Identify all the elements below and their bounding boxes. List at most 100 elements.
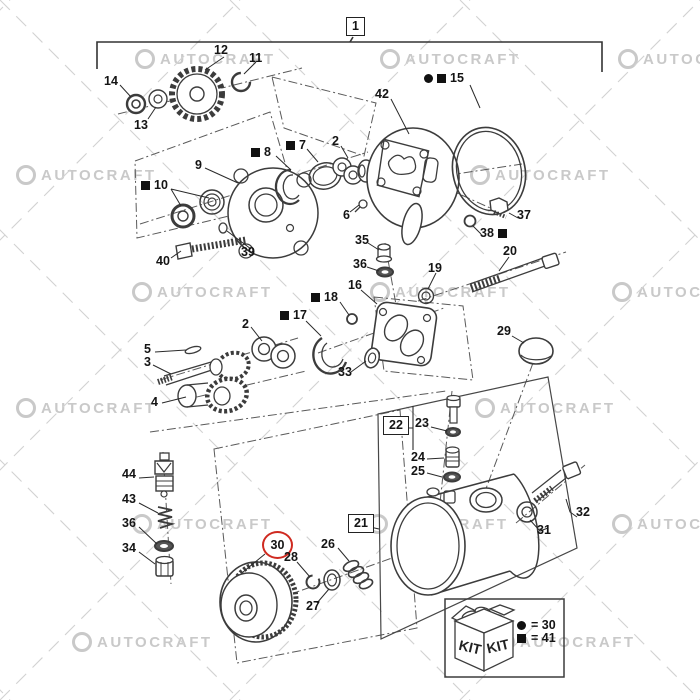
watermark: AUTOCRAFT (612, 514, 700, 534)
callout-6: 6 (343, 208, 350, 222)
reservoir-group (390, 337, 582, 596)
watermark-text: AUTOCRAFT (637, 515, 700, 533)
callout-text: 1 (352, 19, 359, 33)
kit-square-marker (437, 73, 446, 83)
kit-square-marker (141, 180, 150, 190)
watermark-text: AUTOCRAFT (637, 283, 700, 301)
callout-40: 40 (156, 254, 170, 268)
kit-square-marker (517, 633, 526, 643)
watermark: AUTOCRAFT (135, 49, 276, 69)
watermark: AUTOCRAFT (380, 49, 521, 69)
watermark-logo-icon (612, 514, 632, 534)
callout-9: 9 (195, 158, 202, 172)
callout-44: 44 (122, 467, 136, 481)
callout-16: 16 (348, 278, 362, 292)
watermark-logo-icon (132, 514, 152, 534)
watermark-text: AUTOCRAFT (500, 399, 616, 417)
watermark-logo-icon (618, 49, 638, 69)
leader-lines (119, 56, 578, 604)
watermark-text: AUTOCRAFT (495, 166, 611, 184)
callout-35: 35 (355, 233, 369, 247)
watermark-logo-icon (132, 282, 152, 302)
filter-group (219, 559, 374, 643)
callout-13: 13 (134, 118, 148, 132)
pump-body-group (312, 243, 438, 375)
watermark: AUTOCRAFT (16, 398, 157, 418)
watermark: AUTOCRAFT (475, 398, 616, 418)
legend-square-value: = 41 (531, 631, 556, 645)
callout-19: 19 (428, 261, 442, 275)
callout-34: 34 (122, 541, 136, 555)
kit-square-marker (311, 292, 320, 302)
relief-valve-group (154, 452, 176, 577)
callout-25: 25 (411, 464, 425, 478)
driven-gear (204, 376, 250, 414)
watermark-logo-icon (380, 49, 400, 69)
spring (157, 506, 176, 529)
callout-24: 24 (411, 450, 425, 464)
filler-neck (469, 487, 503, 513)
callout-1-assembly: 1 (346, 17, 365, 36)
watermark-logo-icon (370, 282, 390, 302)
watermark-text: AUTOCRAFT (41, 399, 157, 417)
callout-14: 14 (104, 74, 118, 88)
snap-ring (230, 71, 252, 93)
flange-group (170, 157, 375, 260)
callout-36-upper: 36 (353, 257, 367, 271)
kit-square-marker (251, 147, 260, 157)
legend-square-row: = 41 (517, 631, 556, 645)
reservoir-panel-outline (377, 376, 578, 640)
callout-37: 37 (517, 208, 531, 222)
callout-4: 4 (151, 395, 158, 409)
callout-31: 31 (537, 523, 551, 537)
callout-11: 11 (249, 51, 263, 65)
callout-7: 7 (286, 139, 306, 152)
callout-22-group: 22 (383, 416, 409, 435)
callout-26: 26 (321, 537, 335, 551)
gear-shafts-group (157, 336, 296, 414)
kit-text-left: KIT (457, 637, 483, 658)
callout-36-lower: 36 (122, 516, 136, 530)
watermark-text: AUTOCRAFT (160, 50, 276, 68)
legend-dot-row: = 30 (517, 618, 556, 632)
callout-20: 20 (503, 244, 517, 258)
phantom-box-gear (271, 76, 377, 157)
watermark-logo-icon (135, 49, 155, 69)
callout-23: 23 (415, 416, 429, 430)
watermark-text: AUTOCRAFT (405, 50, 521, 68)
kit-dot-marker (517, 620, 526, 630)
cover-group (366, 126, 527, 246)
assembly-bracket (96, 36, 603, 72)
watermark-text: AUTOCRAFT (520, 633, 636, 651)
callout-10: 10 (141, 179, 168, 192)
callout-8: 8 (251, 146, 271, 159)
kit-square-marker (497, 228, 507, 238)
filler-cap (518, 337, 554, 365)
callout-38: 38 (480, 227, 507, 240)
watermark-logo-icon (72, 632, 92, 652)
watermark: AUTOCRAFT (72, 632, 213, 652)
callout-2-lower: 2 (242, 317, 249, 331)
c-gasket (274, 168, 300, 205)
watermark-text: AUTOCRAFT (97, 633, 213, 651)
kit-square-marker (286, 140, 295, 150)
body-gasket (312, 336, 348, 375)
gear-set (125, 66, 252, 122)
watermark-logo-icon (470, 165, 490, 185)
watermark: AUTOCRAFT (132, 514, 273, 534)
watermark-logo-icon (16, 165, 36, 185)
kit-text-right: KIT (485, 636, 511, 657)
kit-square-marker (280, 310, 289, 320)
watermark: AUTOCRAFT (132, 282, 273, 302)
kit-box-icon (450, 604, 516, 673)
mount-bolt-group (417, 252, 560, 305)
kit-dot-marker (424, 73, 433, 83)
watermark-logo-icon (475, 398, 495, 418)
callout-2-upper: 2 (332, 134, 339, 148)
callout-15: 15 (424, 72, 464, 85)
callout-12: 12 (214, 43, 228, 57)
watermark-logo-icon (612, 282, 632, 302)
